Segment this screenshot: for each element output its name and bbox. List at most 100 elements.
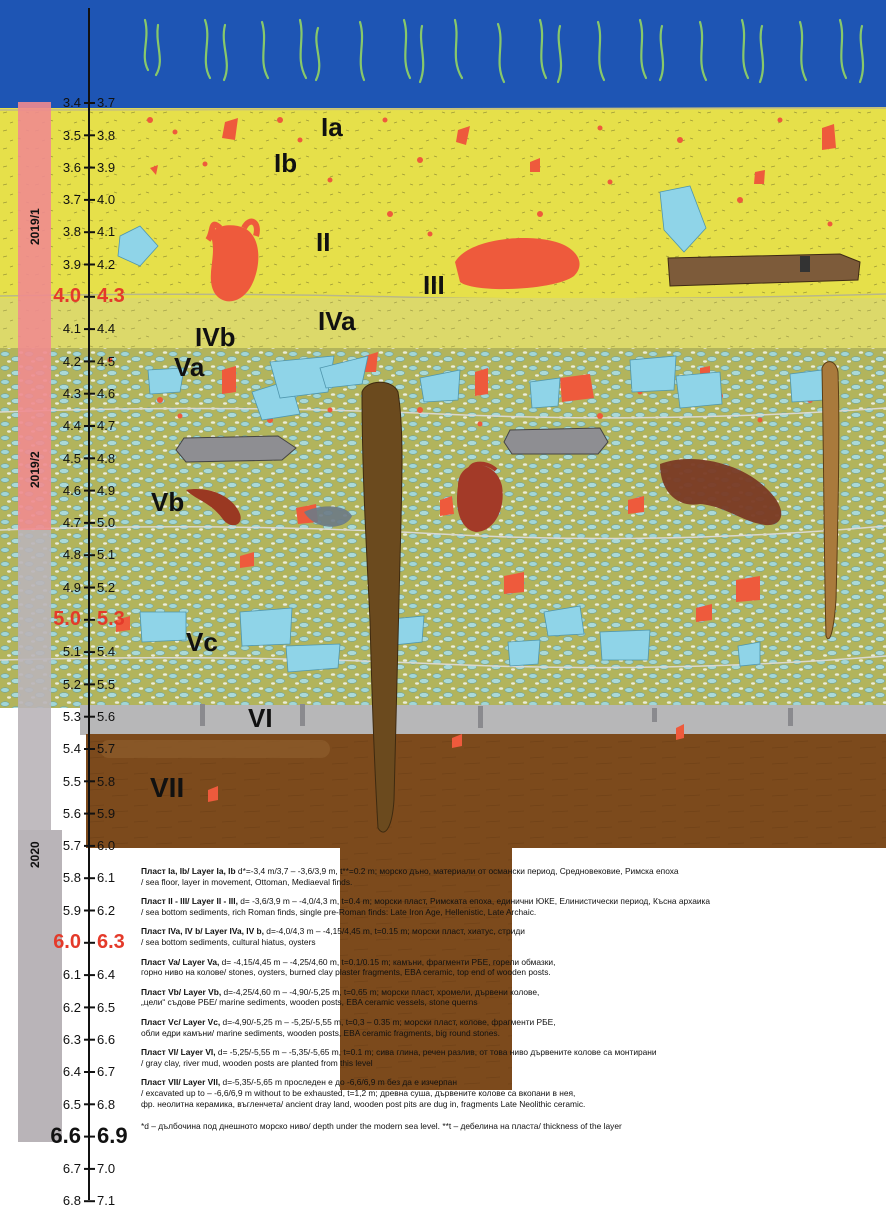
depth-label-left: 5.7: [63, 838, 81, 853]
depth-label-right: 6.5: [97, 1000, 115, 1015]
depth-label-right: 7.1: [97, 1193, 115, 1208]
depth-label-right: 6.1: [97, 870, 115, 885]
depth-label-left: 6.0: [53, 931, 81, 954]
depth-label-right: 6.9: [97, 1123, 128, 1149]
depth-label-left: 4.0: [53, 285, 81, 308]
depth-label-right: 4.1: [97, 224, 115, 239]
depth-label-right: 6.4: [97, 967, 115, 982]
depth-label-right: 6.3: [97, 931, 125, 954]
depth-label-left: 5.1: [63, 644, 81, 659]
depth-label-right: 4.9: [97, 483, 115, 498]
depth-label-left: 5.3: [63, 709, 81, 724]
depth-label-left: 4.1: [63, 321, 81, 336]
depth-label-right: 4.0: [97, 192, 115, 207]
legend-entry-vi: Пласт VI/ Layer VI, d= -5,25/-5,55 m – -…: [141, 1047, 881, 1068]
depth-label-right: 7.0: [97, 1161, 115, 1176]
depth-label-left: 4.8: [63, 547, 81, 562]
depth-label-left: 4.3: [63, 386, 81, 401]
depth-label-right: 4.3: [97, 285, 125, 308]
depth-label-left: 4.7: [63, 515, 81, 530]
depth-label-left: 4.6: [63, 483, 81, 498]
legend-entry-vb: Пласт Vb/ Layer Vb, d=-4,25/4,60 m – -4,…: [141, 987, 881, 1008]
charcoal-lens: [100, 740, 330, 758]
depth-label-right: 5.7: [97, 741, 115, 756]
depth-label-right: 5.8: [97, 774, 115, 789]
depth-label-left: 5.8: [63, 870, 81, 885]
depth-label-left: 3.8: [63, 224, 81, 239]
depth-label-left: 3.9: [63, 257, 81, 272]
layer-label-ivb: IVb: [195, 322, 235, 353]
depth-label-left: 5.0: [53, 608, 81, 631]
depth-label-right: 6.6: [97, 1032, 115, 1047]
depth-label-left: 6.3: [63, 1032, 81, 1047]
legend-entry-va: Пласт Va/ Layer Va, d= -4,15/4,45 m – -4…: [141, 957, 881, 978]
layer-label-vii: VII: [150, 772, 184, 804]
depth-label-left: 3.6: [63, 160, 81, 175]
legend-entry-vc: Пласт Vc/ Layer Vc, d=-4,90/-5,25 m – -5…: [141, 1017, 881, 1038]
legend-entry-vii: Пласт VII/ Layer VII, d=-5,35/-5,65 m пр…: [141, 1077, 881, 1109]
wooden-beam: [668, 254, 860, 286]
season-bar-2020: [18, 830, 62, 1142]
depth-label-left: 3.5: [63, 128, 81, 143]
season-label-2020: 2020: [28, 841, 42, 868]
season-bar-2020: [18, 530, 51, 830]
depth-label-right: 4.8: [97, 451, 115, 466]
depth-label-left: 6.5: [63, 1097, 81, 1112]
depth-label-left: 4.9: [63, 580, 81, 595]
depth-label-left: 4.5: [63, 451, 81, 466]
layer-label-va: Va: [174, 352, 204, 383]
stone-quern: [176, 436, 296, 462]
legend-footnote: *d – дълбочина под днешното морско ниво/…: [141, 1121, 881, 1132]
depth-label-right: 4.7: [97, 418, 115, 433]
depth-label-left: 6.6: [50, 1123, 81, 1149]
depth-label-left: 3.4: [63, 95, 81, 110]
depth-label-right: 4.2: [97, 257, 115, 272]
depth-label-left: 5.9: [63, 903, 81, 918]
depth-label-right: 4.6: [97, 386, 115, 401]
season-label-2019-2: 2019/2: [28, 451, 42, 488]
depth-label-right: 5.3: [97, 608, 125, 631]
depth-label-right: 6.8: [97, 1097, 115, 1112]
depth-label-left: 6.7: [63, 1161, 81, 1176]
depth-label-right: 5.6: [97, 709, 115, 724]
depth-label-right: 6.0: [97, 838, 115, 853]
depth-label-right: 4.4: [97, 321, 115, 336]
legend-entry-iv: Пласт IVa, IV b/ Layer IVa, IV b, d=-4,0…: [141, 926, 881, 947]
layer-label-ia: Ia: [321, 112, 343, 143]
depth-label-left: 5.5: [63, 774, 81, 789]
depth-label-left: 6.1: [63, 967, 81, 982]
depth-label-right: 3.9: [97, 160, 115, 175]
depth-label-right: 3.8: [97, 128, 115, 143]
layer-label-iva: IVa: [318, 306, 356, 337]
depth-label-left: 5.4: [63, 741, 81, 756]
layer-label-vb: Vb: [151, 487, 184, 518]
layer-label-ii: II: [316, 227, 330, 258]
layer-label-vc: Vc: [186, 627, 218, 658]
depth-label-right: 3.7: [97, 95, 115, 110]
legend-entry-ii-iii: Пласт II - III/ Layer II - III, d= -3,6/…: [141, 896, 881, 917]
depth-label-left: 6.8: [63, 1193, 81, 1208]
depth-label-right: 5.0: [97, 515, 115, 530]
depth-label-left: 5.2: [63, 677, 81, 692]
depth-label-right: 5.4: [97, 644, 115, 659]
depth-label-left: 4.4: [63, 418, 81, 433]
depth-label-right: 6.2: [97, 903, 115, 918]
season-label-2019-1: 2019/1: [28, 208, 42, 245]
layer-label-ib: Ib: [274, 148, 297, 179]
stone-quern: [504, 428, 608, 454]
depth-label-right: 6.7: [97, 1064, 115, 1079]
depth-label-left: 4.2: [63, 354, 81, 369]
depth-label-right: 5.1: [97, 547, 115, 562]
layer-label-vi: VI: [248, 703, 273, 734]
depth-label-left: 6.4: [63, 1064, 81, 1079]
sea-water: [0, 0, 886, 112]
layer-label-iii: III: [423, 270, 445, 301]
depth-label-right: 5.5: [97, 677, 115, 692]
depth-label-right: 5.9: [97, 806, 115, 821]
legend-entry-ia-ib: Пласт Ia, Ib/ Layer Ia, Ib d*=-3,4 m/3,7…: [141, 866, 881, 887]
depth-label-right: 5.2: [97, 580, 115, 595]
legend-block: Пласт Ia, Ib/ Layer Ia, Ib d*=-3,4 m/3,7…: [141, 866, 881, 1132]
depth-label-left: 3.7: [63, 192, 81, 207]
depth-label-right: 4.5: [97, 354, 115, 369]
